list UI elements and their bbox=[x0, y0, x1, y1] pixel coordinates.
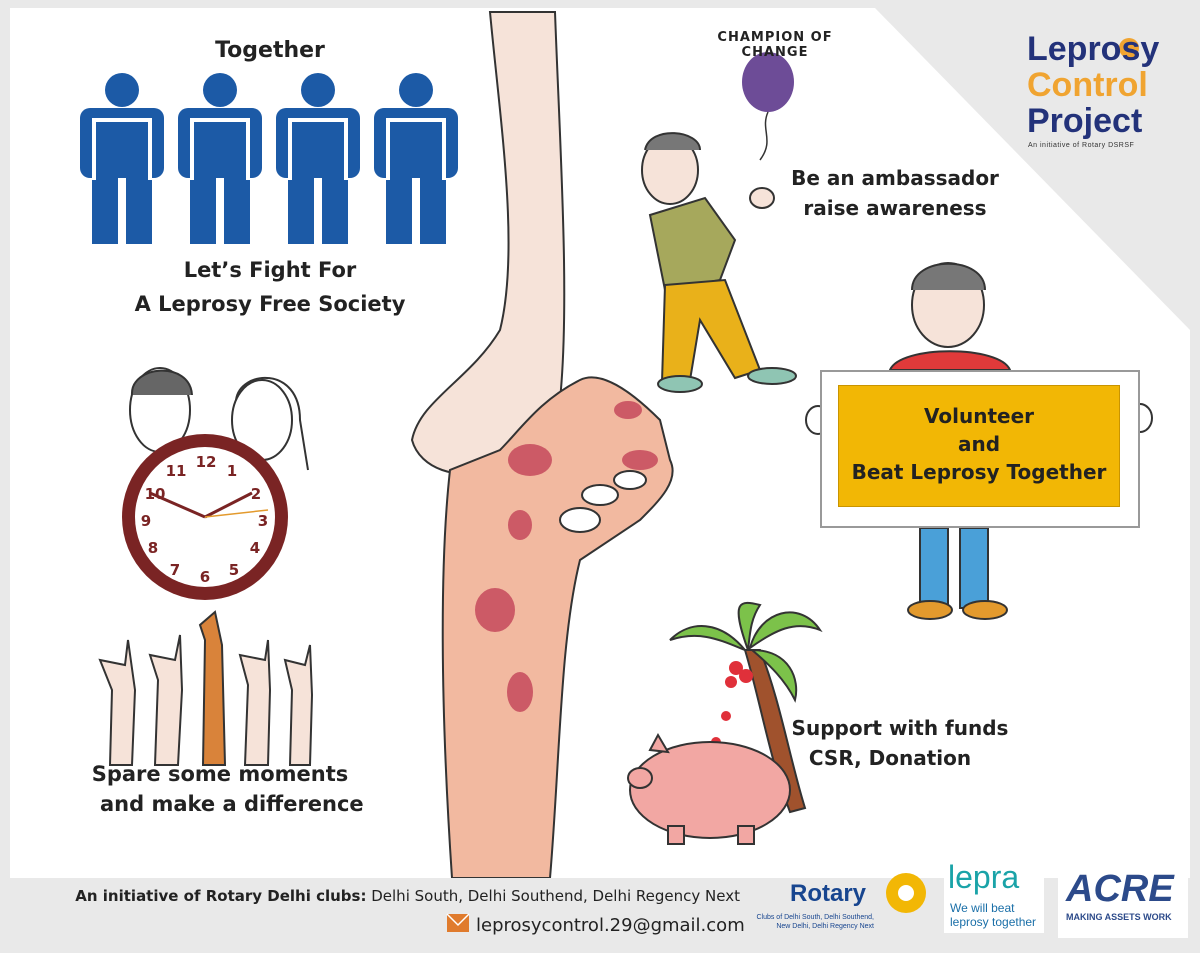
lower-arm bbox=[441, 376, 674, 879]
support-line-1: Support with funds bbox=[791, 716, 1009, 740]
acre-sub: MAKING ASSETS WORK bbox=[1066, 912, 1172, 922]
upper-arm bbox=[410, 11, 566, 475]
clock-number: 10 bbox=[144, 485, 166, 503]
champion-of-change: CHAMPION OF CHANGE bbox=[717, 30, 833, 60]
lepra-sub-1: We will beat bbox=[950, 901, 1015, 915]
logo-seal-icon bbox=[1119, 38, 1139, 58]
partner-lepra: lepra We will beat leprosy together bbox=[944, 855, 1044, 933]
partner-rotary: Rotary Clubs of Delhi South, Delhi South… bbox=[752, 872, 932, 940]
people-inner-lines bbox=[92, 118, 446, 180]
ambassador-line-2: raise awareness bbox=[803, 196, 987, 220]
money-tree-illustration bbox=[669, 601, 823, 814]
volunteer-sign-panel bbox=[838, 385, 1120, 507]
lepra-sub-2: leprosy together bbox=[950, 915, 1037, 929]
partner-acre: ACRE MAKING ASSETS WORK bbox=[1058, 850, 1188, 938]
logo-line-2: Control bbox=[1027, 66, 1148, 104]
logo-line-3: Project bbox=[1027, 102, 1143, 140]
logo-line-1: Leprosy bbox=[1027, 30, 1160, 68]
clock-number: 4 bbox=[249, 539, 261, 557]
rotary-sub-2: New Delhi, Delhi Regency Next bbox=[776, 923, 874, 930]
clock-number: 8 bbox=[147, 539, 159, 557]
logo-tagline: An initiative of Rotary DSRSF bbox=[1028, 142, 1135, 149]
volunteer-line-3: Beat Leprosy Together bbox=[851, 460, 1107, 484]
fight-line-1: Let’s Fight For bbox=[183, 258, 357, 282]
footer-email[interactable]: leprosycontrol.29@gmail.com bbox=[476, 915, 745, 936]
ambassador-line-1: Be an ambassador bbox=[791, 166, 999, 190]
spare-line-1: Spare some moments bbox=[91, 762, 349, 786]
clock-number: 6 bbox=[199, 568, 211, 586]
skin-patches bbox=[475, 401, 658, 712]
clock-number: 11 bbox=[165, 462, 187, 480]
spare-line-2: and make a difference bbox=[100, 792, 364, 816]
footer-initiative: An initiative of Rotary Delhi clubs: Del… bbox=[0, 887, 740, 905]
support-line-2: CSR, Donation bbox=[808, 746, 972, 770]
clock-number: 9 bbox=[140, 512, 152, 530]
footer-initiative-clubs: Delhi South, Delhi Southend, Delhi Regen… bbox=[366, 887, 740, 905]
volunteer-illustration bbox=[805, 262, 1153, 620]
people-icon bbox=[80, 73, 458, 244]
clock-number: 3 bbox=[257, 512, 269, 530]
together-heading: Together bbox=[215, 38, 325, 63]
volunteer-line-2: and bbox=[957, 432, 1001, 456]
clock-number: 12 bbox=[195, 453, 217, 471]
clock-number: 1 bbox=[226, 462, 238, 480]
lepra-name: lepra bbox=[948, 859, 1020, 895]
clock-number: 5 bbox=[228, 561, 240, 579]
balloon-icon bbox=[742, 52, 794, 161]
email-icon bbox=[446, 913, 470, 932]
rotary-wheel-icon bbox=[886, 873, 926, 913]
helping-hands-illustration bbox=[410, 11, 674, 879]
footer-initiative-label: An initiative of Rotary Delhi clubs: bbox=[75, 887, 367, 905]
clock-number: 2 bbox=[250, 485, 262, 503]
clock-number: 7 bbox=[169, 561, 181, 579]
fingers bbox=[559, 470, 647, 533]
volunteer-line-1: Volunteer bbox=[923, 404, 1034, 428]
piggy-bank-icon bbox=[627, 732, 791, 845]
ambassador-illustration bbox=[641, 132, 797, 393]
fight-line-2: A Leprosy Free Society bbox=[134, 292, 406, 316]
acre-name: ACRE bbox=[1066, 868, 1174, 910]
clock-icon bbox=[122, 434, 288, 600]
raised-hands-illustration bbox=[98, 610, 314, 766]
rotary-sub-1: Clubs of Delhi South, Delhi Southend, bbox=[756, 914, 874, 921]
rotary-name: Rotary bbox=[790, 880, 867, 907]
